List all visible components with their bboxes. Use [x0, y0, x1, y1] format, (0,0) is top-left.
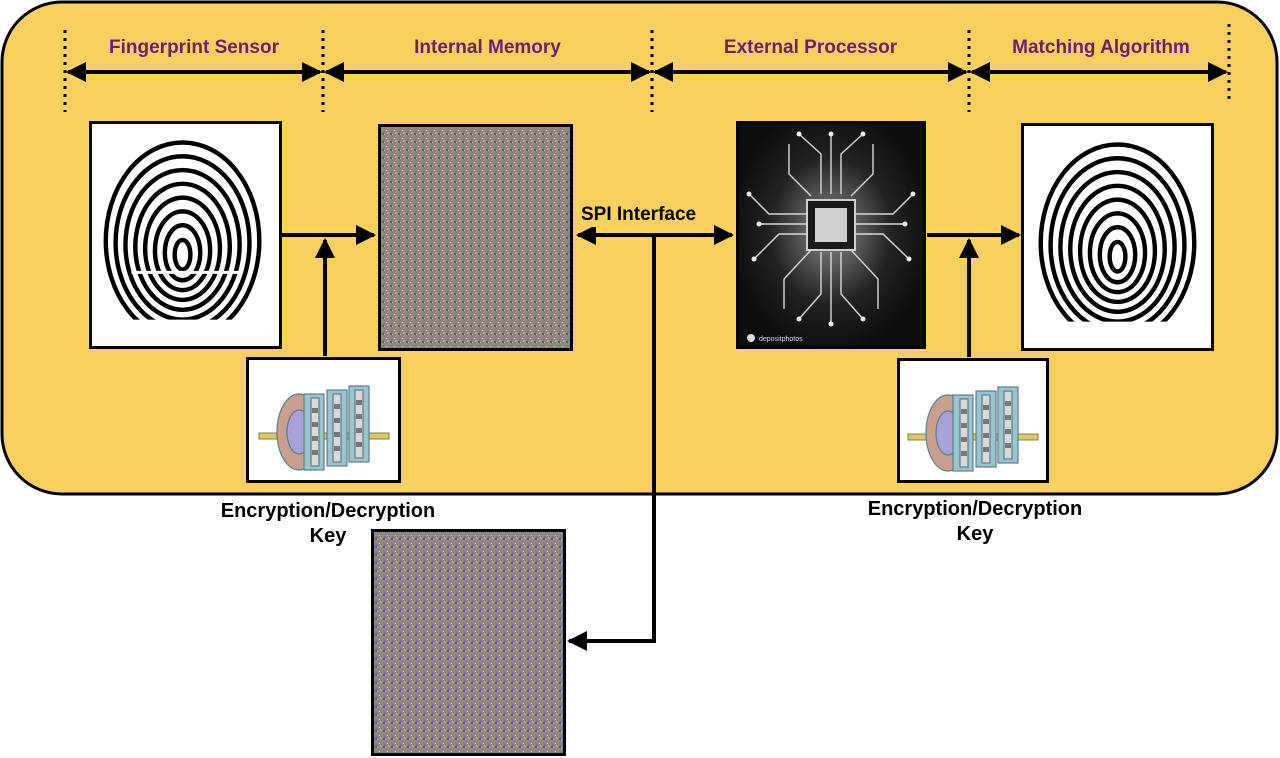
fingerprint-icon [1024, 142, 1211, 348]
encrypted-noise-image [381, 127, 570, 348]
processor-chip-icon: depositphotos [739, 124, 923, 346]
encryption-key-right-image [897, 358, 1049, 483]
stage-label-external-processor: External Processor [723, 37, 898, 58]
spi-interface-label: SPI Interface [578, 203, 700, 227]
external-storage-encrypted-image [371, 529, 566, 756]
key-caption-left-line1: Encryption/Decryption [220, 500, 436, 522]
fingerprint-icon [92, 140, 279, 346]
key-caption-left-line2: Key [309, 525, 347, 547]
stage-label-internal-memory: Internal Memory [414, 37, 561, 58]
external-processor-image: depositphotos [736, 121, 926, 349]
key-caption-right-line1: Encryption/Decryption [867, 498, 1083, 520]
cipher-wheel-icon [907, 386, 1039, 472]
key-caption-right-line2: Key [956, 523, 994, 545]
fingerprint-sensor-image [89, 121, 282, 349]
stage-label-matching-algorithm: Matching Algorithm [1012, 37, 1190, 58]
encrypted-noise-image [374, 532, 563, 753]
arrow-spi-to-external-memory [567, 235, 656, 651]
matching-algorithm-fingerprint-image [1021, 123, 1214, 351]
cipher-wheel-icon [258, 385, 390, 471]
stage-label-fingerprint-sensor: Fingerprint Sensor [109, 37, 279, 58]
stage-dividers [63, 24, 1231, 112]
internal-memory-encrypted-image [378, 124, 573, 351]
key-caption-right: Encryption/Decryption Key [847, 497, 1103, 547]
encryption-key-left-image [246, 357, 401, 483]
key-caption-left: Encryption/Decryption Key [200, 499, 456, 549]
processor-watermark: depositphotos [759, 336, 803, 343]
